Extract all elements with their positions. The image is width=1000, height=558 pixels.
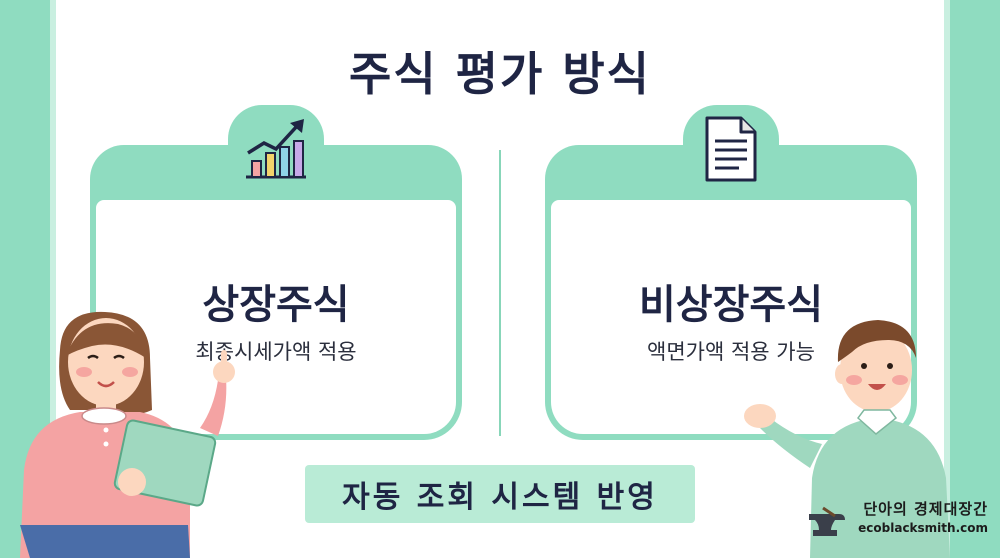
woman-illustration: [20, 311, 235, 558]
auto-lookup-banner: 자동 조회 시스템 반영: [305, 465, 695, 523]
watermark-title: 단아의 경제대장간: [863, 500, 988, 518]
card-title: 상장주식: [202, 282, 350, 328]
card-title: 비상장주식: [639, 282, 823, 328]
page-title: 주식 평가 방식: [349, 47, 651, 101]
man-illustration: [744, 320, 950, 558]
right-decor-band: [944, 0, 1000, 558]
card-body: 상장주식 최종시세가액 적용: [96, 200, 456, 434]
center-divider: [499, 150, 501, 436]
card-description: 액면가액 적용 가능: [647, 340, 815, 364]
anvil-logo-icon: [809, 506, 845, 536]
chart-up-icon: [246, 119, 306, 179]
unlisted-stock-card: 비상장주식 액면가액 적용 가능: [545, 105, 917, 440]
document-icon: [705, 116, 757, 182]
watermark-url: ecoblacksmith.com: [858, 521, 988, 535]
site-watermark: 단아의 경제대장간 ecoblacksmith.com: [803, 498, 988, 548]
listed-stock-card: 상장주식 최종시세가액 적용: [90, 105, 462, 440]
